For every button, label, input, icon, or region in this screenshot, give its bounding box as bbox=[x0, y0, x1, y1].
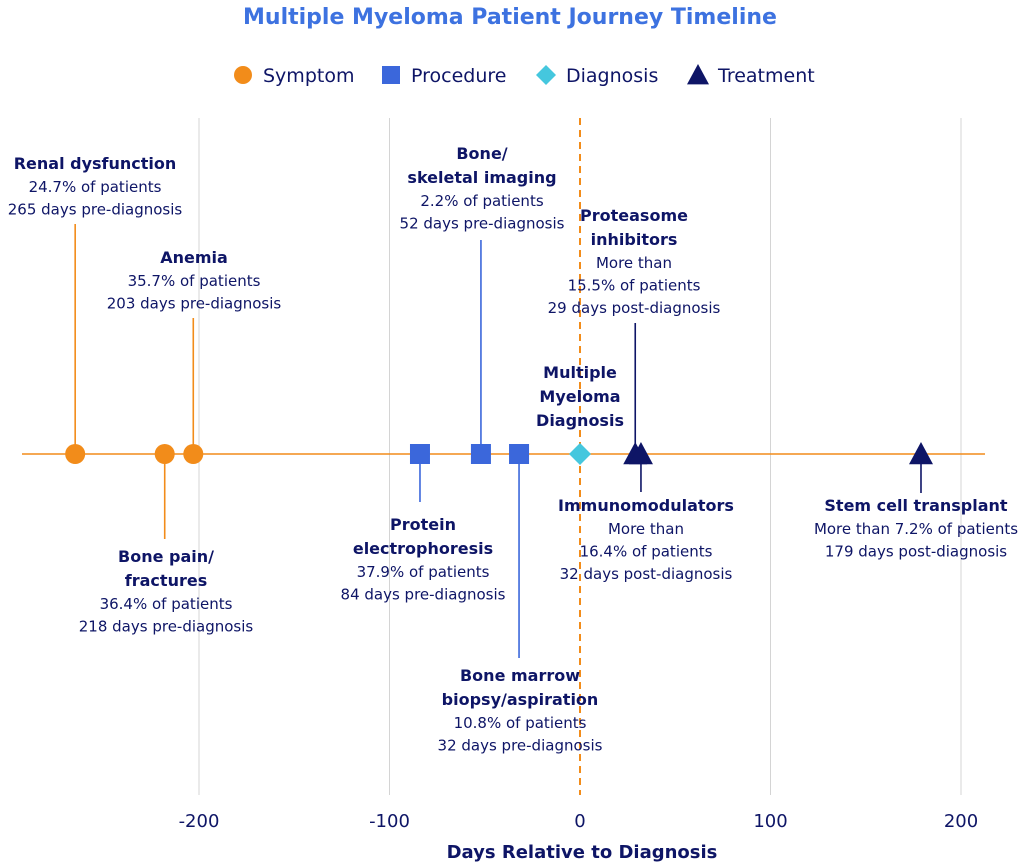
x-tick-label: 0 bbox=[574, 811, 585, 832]
event-label-detail: 35.7% of patients bbox=[128, 272, 261, 290]
event-label-detail: More than bbox=[596, 254, 672, 272]
x-tick-label: 100 bbox=[753, 811, 787, 832]
event-label-title: skeletal imaging bbox=[407, 168, 556, 187]
event-label-title: Proteasome bbox=[580, 206, 688, 225]
event-bonepain: Bone pain/fractures 36.4% of patients 218 … bbox=[79, 444, 254, 636]
treatment-triangle-marker bbox=[628, 442, 653, 465]
event-label-detail: 36.4% of patients bbox=[100, 595, 233, 613]
event-protein: Protein electrophoresis 37.9% of patients 8… bbox=[341, 444, 506, 604]
event-label-detail: 37.9% of patients bbox=[357, 563, 490, 581]
procedure-square-marker bbox=[509, 444, 530, 464]
procedure-square-marker bbox=[409, 444, 430, 464]
event-label-detail: 218 days pre-diagnosis bbox=[79, 618, 254, 636]
x-tick-label: -200 bbox=[179, 811, 220, 832]
legend-diamond-icon bbox=[536, 65, 556, 85]
event-label-title: Diagnosis bbox=[536, 411, 624, 430]
treatment-triangle-marker bbox=[908, 442, 933, 465]
legend-label: Symptom bbox=[263, 65, 354, 87]
event-label-detail: 32 days pre-diagnosis bbox=[438, 737, 603, 755]
legend-circle-icon bbox=[234, 66, 252, 84]
symptom-circle-marker bbox=[65, 444, 86, 464]
event-label-detail: 52 days pre-diagnosis bbox=[400, 215, 565, 233]
legend-label: Procedure bbox=[411, 65, 506, 87]
event-label-title: Multiple bbox=[543, 363, 617, 382]
event-label-title: biopsy/aspiration bbox=[442, 690, 599, 709]
legend-triangle-icon bbox=[687, 64, 709, 85]
x-tick-label: 200 bbox=[944, 811, 978, 832]
legend-item-symptom: Symptom bbox=[234, 65, 354, 87]
legend-item-procedure: Procedure bbox=[382, 65, 506, 87]
event-label-detail: 84 days pre-diagnosis bbox=[341, 586, 506, 604]
event-label-detail: 16.4% of patients bbox=[580, 543, 713, 561]
legend-label: Diagnosis bbox=[566, 65, 658, 87]
legend-item-treatment: Treatment bbox=[687, 64, 815, 87]
event-label-detail: 15.5% of patients bbox=[568, 277, 701, 295]
event-label-title: Immunomodulators bbox=[558, 496, 734, 515]
event-label-title: Bone pain/ bbox=[118, 547, 214, 566]
event-marrow: Bone marrow biopsy/aspiration 10.8% of pat… bbox=[438, 444, 603, 755]
event-label-detail: More than bbox=[608, 520, 684, 538]
event-label-detail: 32 days post-diagnosis bbox=[560, 565, 733, 583]
event-label-title: fractures bbox=[125, 571, 207, 590]
event-label-title: inhibitors bbox=[591, 230, 678, 249]
event-label-detail: 203 days pre-diagnosis bbox=[107, 295, 282, 313]
event-label-detail: More than 7.2% of patients bbox=[814, 520, 1018, 538]
procedure-square-marker bbox=[470, 444, 491, 464]
event-label-title: Stem cell transplant bbox=[824, 496, 1008, 515]
legend-label: Treatment bbox=[717, 65, 815, 87]
event-label-title: electrophoresis bbox=[353, 539, 493, 558]
event-boneimaging: Bone/skeletal imaging 2.2% of patients 52 … bbox=[400, 144, 565, 464]
event-label-title: Protein bbox=[390, 515, 456, 534]
legend-square-icon bbox=[382, 66, 400, 84]
event-label-detail: 29 days post-diagnosis bbox=[548, 299, 721, 317]
event-label-detail: 179 days post-diagnosis bbox=[825, 543, 1007, 561]
events-layer: Renal dysfunction 24.7% of patients 265 da… bbox=[8, 144, 1018, 755]
chart-title: Multiple Myeloma Patient Journey Timelin… bbox=[243, 5, 777, 30]
event-label-detail: 265 days pre-diagnosis bbox=[8, 201, 183, 219]
event-anemia: Anemia 35.7% of patients 203 days pre-diag… bbox=[107, 248, 282, 464]
event-label-title: Anemia bbox=[160, 248, 228, 267]
symptom-circle-marker bbox=[183, 444, 204, 464]
event-label-detail: 10.8% of patients bbox=[454, 714, 587, 732]
event-renal: Renal dysfunction 24.7% of patients 265 da… bbox=[8, 154, 183, 464]
event-label-title: Bone/ bbox=[456, 144, 507, 163]
event-label-title: Myeloma bbox=[539, 387, 620, 406]
diagnosis-diamond-marker bbox=[569, 443, 591, 465]
legend-item-diagnosis: Diagnosis bbox=[536, 65, 658, 87]
event-label-title: Renal dysfunction bbox=[14, 154, 177, 173]
legend: Symptom Procedure Diagnosis Treatment bbox=[234, 64, 815, 87]
x-tick-label: -100 bbox=[369, 811, 410, 832]
event-label-detail: 2.2% of patients bbox=[420, 192, 543, 210]
event-label-title: Bone marrow bbox=[460, 666, 580, 685]
event-label-detail: 24.7% of patients bbox=[29, 178, 162, 196]
x-axis-title: Days Relative to Diagnosis bbox=[447, 842, 718, 863]
symptom-circle-marker bbox=[154, 444, 175, 464]
